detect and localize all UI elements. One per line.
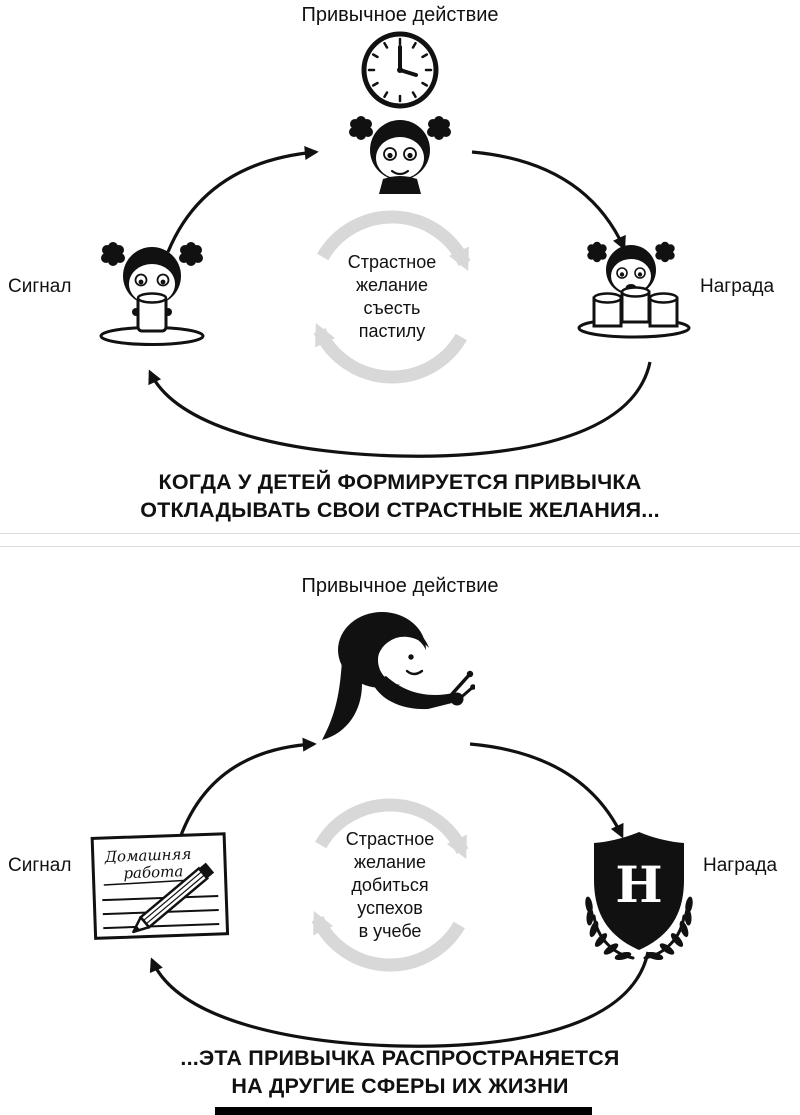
- marshmallow-habit-loop: Привычное действие: [0, 0, 800, 540]
- page-footer-bar: [215, 1107, 592, 1115]
- pencil-icon: [132, 862, 215, 934]
- arrow-cue-to-routine: [166, 146, 319, 253]
- craving-line: желание: [356, 275, 428, 295]
- craving-ring-arc-bottom: [313, 322, 467, 384]
- caption-line: ОТКЛАДЫВАТЬ СВОИ СТРАСТНЫЕ ЖЕЛАНИЯ...: [140, 497, 660, 522]
- cycle-arrows: [148, 146, 652, 458]
- arrow-reward-to-cue: [148, 361, 652, 458]
- caption-line: ...ЭТА ПРИВЫЧКА РАСПРОСТРАНЯЕТСЯ: [180, 1046, 620, 1070]
- craving-line: Страстное: [345, 828, 435, 849]
- caption-line: НА ДРУГИЕ СФЕРЫ ИХ ЖИЗНИ: [231, 1073, 569, 1098]
- routine-label: Привычное действие: [301, 575, 499, 597]
- arrow-reward-to-cue: [149, 951, 650, 1048]
- schoolwork-habit-loop: Привычное действие Сигнал Домашняя работ…: [0, 548, 800, 1115]
- cue-label: Сигнал: [8, 855, 72, 876]
- craving-line: добиться: [351, 874, 429, 895]
- caption-line: КОГДА У ДЕТЕЙ ФОРМИРУЕТСЯ ПРИВЫЧКА: [158, 470, 642, 494]
- top-caption: КОГДА У ДЕТЕЙ ФОРМИРУЕТСЯ ПРИВЫЧКА ОТКЛА…: [0, 469, 800, 524]
- craving-text: Страстное желание добиться успехов в уче…: [310, 810, 470, 960]
- craving-line: успехов: [357, 897, 423, 918]
- homework-paper-icon: Домашняя работа: [90, 832, 230, 940]
- craving-line: Страстное: [347, 252, 437, 272]
- shield-letter: Н: [615, 855, 662, 914]
- craving-line: в учебе: [358, 920, 422, 941]
- clock-icon: [361, 31, 439, 109]
- cue-label: Сигнал: [8, 276, 72, 297]
- divider-line: [0, 533, 800, 534]
- homework-title-line2: работа: [123, 862, 183, 882]
- laurel-wreath-icon: [585, 896, 693, 961]
- arrow-routine-to-reward: [471, 150, 626, 251]
- craving-line: пастилу: [358, 321, 426, 341]
- homework-title-line1: Домашняя: [103, 845, 191, 866]
- craving-line: съесть: [363, 298, 421, 318]
- craving-line: желание: [354, 851, 426, 872]
- craving-text: Страстное желание съесть пастилу: [312, 222, 472, 372]
- craving-ring-arc-top: [315, 798, 469, 860]
- arrow-cue-to-routine: [178, 737, 317, 839]
- craving-ring-arc-top: [317, 210, 471, 272]
- craving-ring-arc-bottom: [311, 910, 465, 972]
- divider-line: [0, 546, 800, 547]
- arrow-routine-to-reward: [469, 742, 624, 839]
- bottom-caption: ...ЭТА ПРИВЫЧКА РАСПРОСТРАНЯЕТСЯ НА ДРУГ…: [0, 1045, 800, 1100]
- reward-label: Награда: [700, 276, 775, 297]
- girl-with-marshmallow-plate-icon: [577, 241, 691, 339]
- girl-eating-marshmallow-icon: [99, 242, 205, 346]
- cycle-arrows: [149, 737, 650, 1048]
- reward-label: Награда: [703, 855, 778, 876]
- routine-label: Привычное действие: [301, 4, 499, 26]
- honor-roll-shield-icon: Н: [585, 832, 693, 961]
- girl-face-icon: [349, 116, 451, 194]
- woman-writing-icon: [322, 612, 475, 740]
